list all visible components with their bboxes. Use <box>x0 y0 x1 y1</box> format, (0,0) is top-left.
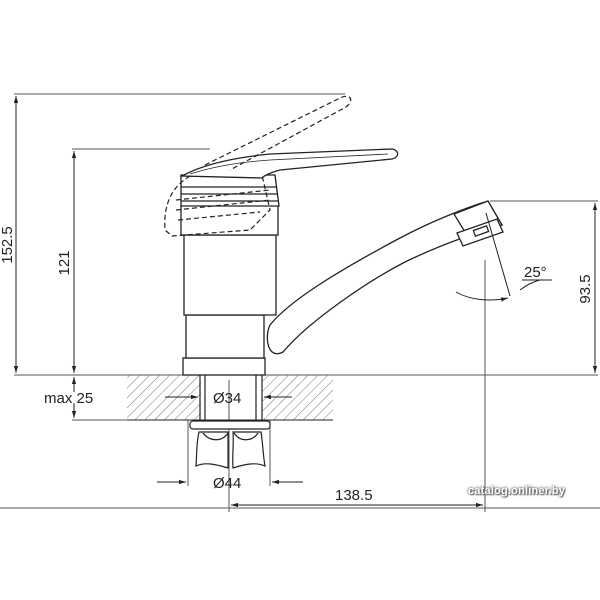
spout <box>266 200 504 355</box>
mounting-shank <box>199 375 263 420</box>
dimension-nut-diameter-label: Ø44 <box>213 475 241 492</box>
dimension-spout-reach: 138.5 <box>231 487 483 508</box>
dimension-bore-diameter-label: Ø34 <box>213 390 241 407</box>
dimension-total-height: 152.5 <box>0 96 19 373</box>
swivel-angle-label: 25° <box>524 264 547 281</box>
dimension-spout-reach-label: 138.5 <box>335 487 373 504</box>
dimension-spout-height: 93.5 <box>577 203 598 373</box>
dimension-spout-height-label: 93.5 <box>577 274 594 303</box>
watermark-text: catalog.onliner.by <box>468 485 566 497</box>
faucet-body <box>180 174 280 376</box>
dimension-body-height: 121 <box>56 151 77 373</box>
dimension-bore-diameter: Ø34 <box>165 390 292 407</box>
lever-handle-raised-outline <box>164 95 352 237</box>
dimension-total-height-label: 152.5 <box>0 226 16 264</box>
dimension-countertop-label: max 25 <box>44 390 93 407</box>
dimension-nut-diameter: Ø44 <box>157 475 303 492</box>
dimension-countertop: max 25 <box>44 377 93 418</box>
swivel-angle-indicator <box>455 212 552 302</box>
fixing-nut <box>189 420 271 469</box>
lever-handle <box>179 148 399 179</box>
dimension-body-height-label: 121 <box>56 250 73 275</box>
